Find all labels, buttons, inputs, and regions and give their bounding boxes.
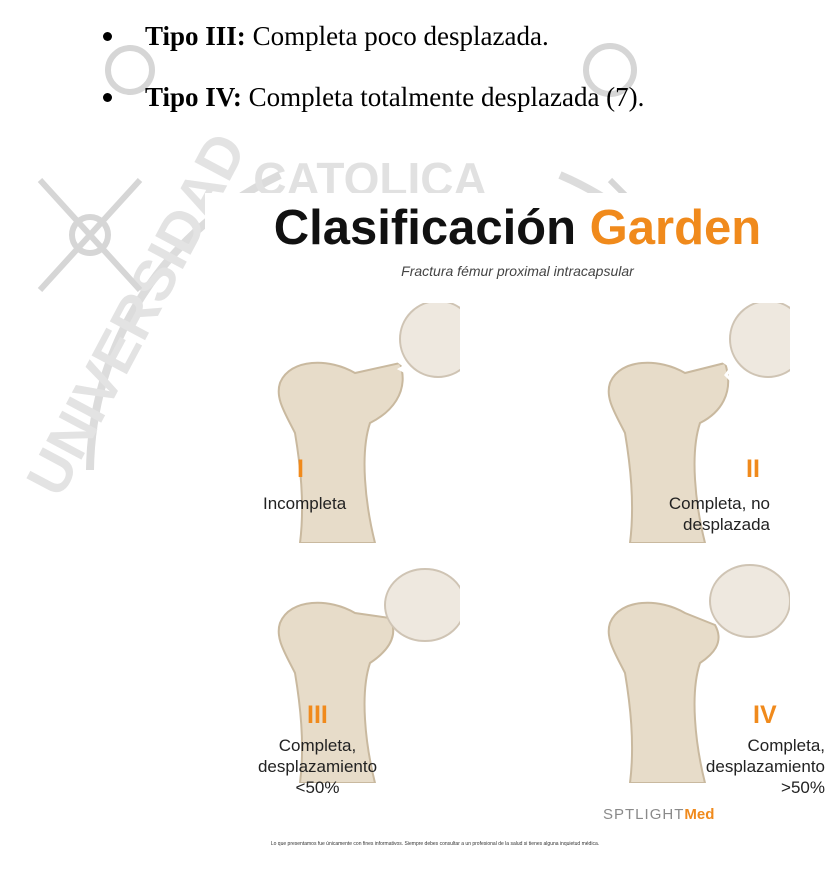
logo-prefix: SP xyxy=(603,806,626,823)
femur-illustration-type-ii xyxy=(607,303,790,543)
type-ii-numeral: II xyxy=(746,455,760,483)
type-iii-label-line: desplazamiento xyxy=(257,757,378,776)
bullet-item-tipo-iv: Tipo IV: Completa totalmente desplazada … xyxy=(103,81,644,113)
bullet-text: Completa poco desplazada. xyxy=(245,21,549,51)
bullet-item-tipo-iii: Tipo III: Completa poco desplazada. xyxy=(103,20,549,52)
figure-subtitle: Fractura fémur proximal intracapsular xyxy=(401,263,634,279)
type-iii-label-line: Completa, xyxy=(278,736,357,755)
type-i-label-line: Incompleta xyxy=(263,494,347,513)
type-iv-label-line: Completa, xyxy=(747,736,825,755)
spotlightmed-logo: SPTLIGHTMed xyxy=(603,806,714,823)
femur-illustration-type-iv xyxy=(607,564,790,783)
garden-classification-figure: Clasificación Garden Fractura fémur prox… xyxy=(205,193,830,858)
disclaimer-text: Lo que presentamos fue únicamente con fi… xyxy=(270,841,600,847)
bullet-bold-label: Tipo IV: xyxy=(145,82,242,112)
type-ii-label-line: desplazada xyxy=(683,515,770,534)
figure-title: Clasificación Garden xyxy=(205,199,830,257)
type-iii-label-line: <50% xyxy=(295,778,340,797)
femur-illustration-type-iii xyxy=(277,568,460,783)
bullet-bold-label: Tipo III: xyxy=(145,21,246,51)
logo-mid: TLIGHT xyxy=(625,806,685,823)
type-iv-label-line: >50% xyxy=(781,778,825,797)
type-ii-label: Completa, no desplazada xyxy=(650,493,770,535)
type-iii-numeral: III xyxy=(307,701,328,729)
type-i-numeral: I xyxy=(297,455,304,483)
type-iv-label: Completa, desplazamiento >50% xyxy=(670,735,825,798)
bullet-dot-icon xyxy=(103,32,112,42)
figure-title-main: Clasificación xyxy=(273,201,577,255)
type-iv-numeral: IV xyxy=(753,701,777,729)
logo-accent: Med xyxy=(684,806,715,823)
femur-illustration-type-i xyxy=(277,303,460,543)
type-iv-label-line: desplazamiento xyxy=(705,757,825,776)
type-i-label: Incompleta xyxy=(263,493,346,514)
type-ii-label-line: Completa, no xyxy=(668,494,770,513)
bullet-dot-icon xyxy=(103,93,112,103)
figure-title-accent: Garden xyxy=(589,201,762,255)
type-iii-label: Completa, desplazamiento <50% xyxy=(240,735,395,798)
bullet-text: Completa totalmente desplazada (7). xyxy=(241,82,645,112)
